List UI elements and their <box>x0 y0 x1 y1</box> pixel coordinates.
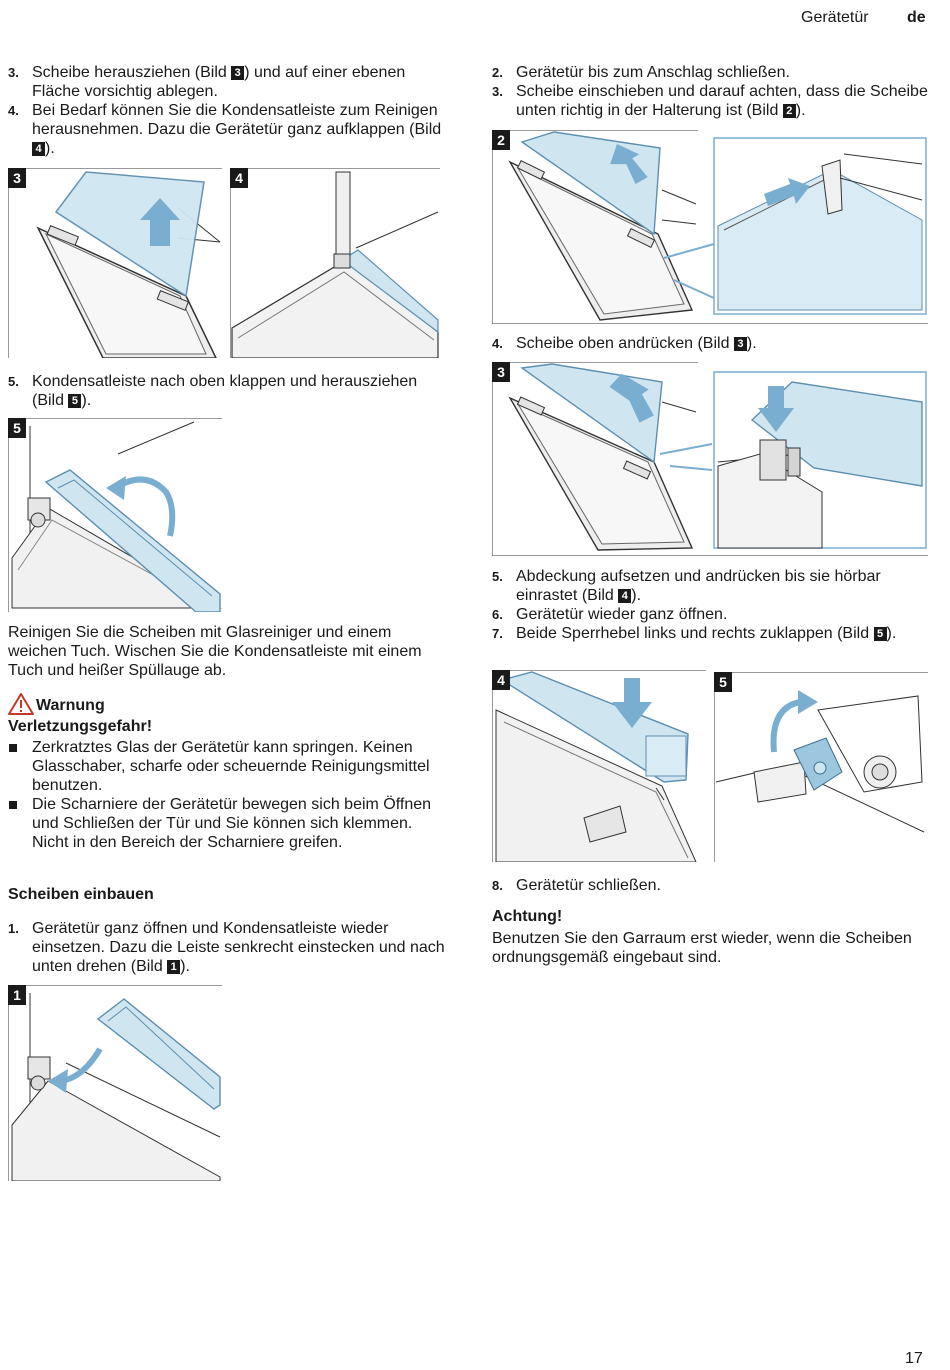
install-heading: Scheiben einbauen <box>8 886 154 903</box>
figure-ref-badge: 5 <box>873 627 887 641</box>
figure-label: 1 <box>8 985 26 1005</box>
steps-list-install-start: 1.Gerätetür ganz öffnen und Kondensatlei… <box>8 919 448 976</box>
steps-list-cover: 5.Abdeckung aufsetzen und andrücken bis … <box>492 567 932 643</box>
list-item: Zerkratztes Glas der Gerätetür kann spri… <box>8 738 448 795</box>
figure-label: 3 <box>8 168 26 188</box>
list-item: 8.Gerätetür schließen. <box>492 877 661 894</box>
figure-label: 2 <box>492 130 510 150</box>
steps-list-close: 2.Gerätetür bis zum Anschlag schließen. … <box>492 63 932 120</box>
warning-title: Warnung <box>36 697 105 714</box>
figure-ref-badge: 4 <box>32 142 45 156</box>
warning-triangle-icon <box>8 693 34 715</box>
list-item: 4.Scheibe oben andrücken (Bild 3). <box>492 335 757 352</box>
list-item: 2.Gerätetür bis zum Anschlag schließen. <box>492 64 790 81</box>
figure-ref-badge: 3 <box>733 337 747 351</box>
figure-lock-lever: 5 <box>714 672 928 862</box>
steps-list-remove: 3.Scheibe herausziehen (Bild 3) und auf … <box>8 63 448 158</box>
list-item: 4.Bei Bedarf können Sie die Kondensatlei… <box>8 102 442 157</box>
figure-label: 4 <box>492 670 510 690</box>
figure-cover-attach: 4 <box>492 670 706 862</box>
list-item: 3.Scheibe herausziehen (Bild 3) und auf … <box>8 64 406 100</box>
figure-ref-badge: 1 <box>167 960 181 974</box>
figure-strip-fold-up: 5 <box>8 418 222 612</box>
caution-title: Achtung! <box>492 908 563 925</box>
page-number: 17 <box>905 1350 923 1367</box>
figure-ref-badge: 3 <box>231 66 245 80</box>
figure-label: 3 <box>492 362 510 382</box>
figure-glass-press-top: 3 <box>492 362 928 556</box>
caution-text: Benutzen Sie den Garraum erst wieder, we… <box>492 930 912 966</box>
list-item: 1.Gerätetür ganz öffnen und Kondensatlei… <box>8 920 445 975</box>
list-item: 5.Abdeckung aufsetzen und andrücken bis … <box>492 568 881 604</box>
warning-subtitle: Verletzungsgefahr! <box>8 718 153 735</box>
list-item: 5.Kondensatleiste nach oben klappen und … <box>8 373 418 409</box>
figure-ref-badge: 2 <box>782 104 796 118</box>
figure-ref-badge: 5 <box>68 394 82 408</box>
warning-list: Zerkratztes Glas der Gerätetür kann spri… <box>8 738 448 852</box>
list-item: 3.Scheibe einschieben und darauf achten,… <box>492 83 928 119</box>
list-item: Die Scharniere der Gerätetür bewegen sic… <box>8 795 448 852</box>
list-item: 6.Gerätetür wieder ganz öffnen. <box>492 606 728 623</box>
figure-ref-badge: 4 <box>618 589 632 603</box>
steps-list-strip: 5.Kondensatleiste nach oben klappen und … <box>8 372 448 410</box>
figure-door-glass-lift: 3 <box>8 168 222 358</box>
figure-strip-insert: 1 <box>8 985 222 1181</box>
figure-label: 4 <box>230 168 248 188</box>
steps-list-press: 4.Scheibe oben andrücken (Bild 3). <box>492 334 932 353</box>
figure-condensate-strip-hinge: 4 <box>230 168 440 358</box>
list-item: 7.Beide Sperrhebel links und rechts zukl… <box>492 625 897 642</box>
section-title: Gerätetür <box>801 9 869 26</box>
figure-label: 5 <box>8 418 26 438</box>
cleaning-paragraph: Reinigen Sie die Scheiben mit Glasreinig… <box>8 624 422 679</box>
language-code: de <box>907 9 926 26</box>
steps-list-final: 8.Gerätetür schließen. <box>492 876 932 895</box>
figure-label: 5 <box>714 672 732 692</box>
figure-glass-insert-bottom: 2 <box>492 130 928 324</box>
